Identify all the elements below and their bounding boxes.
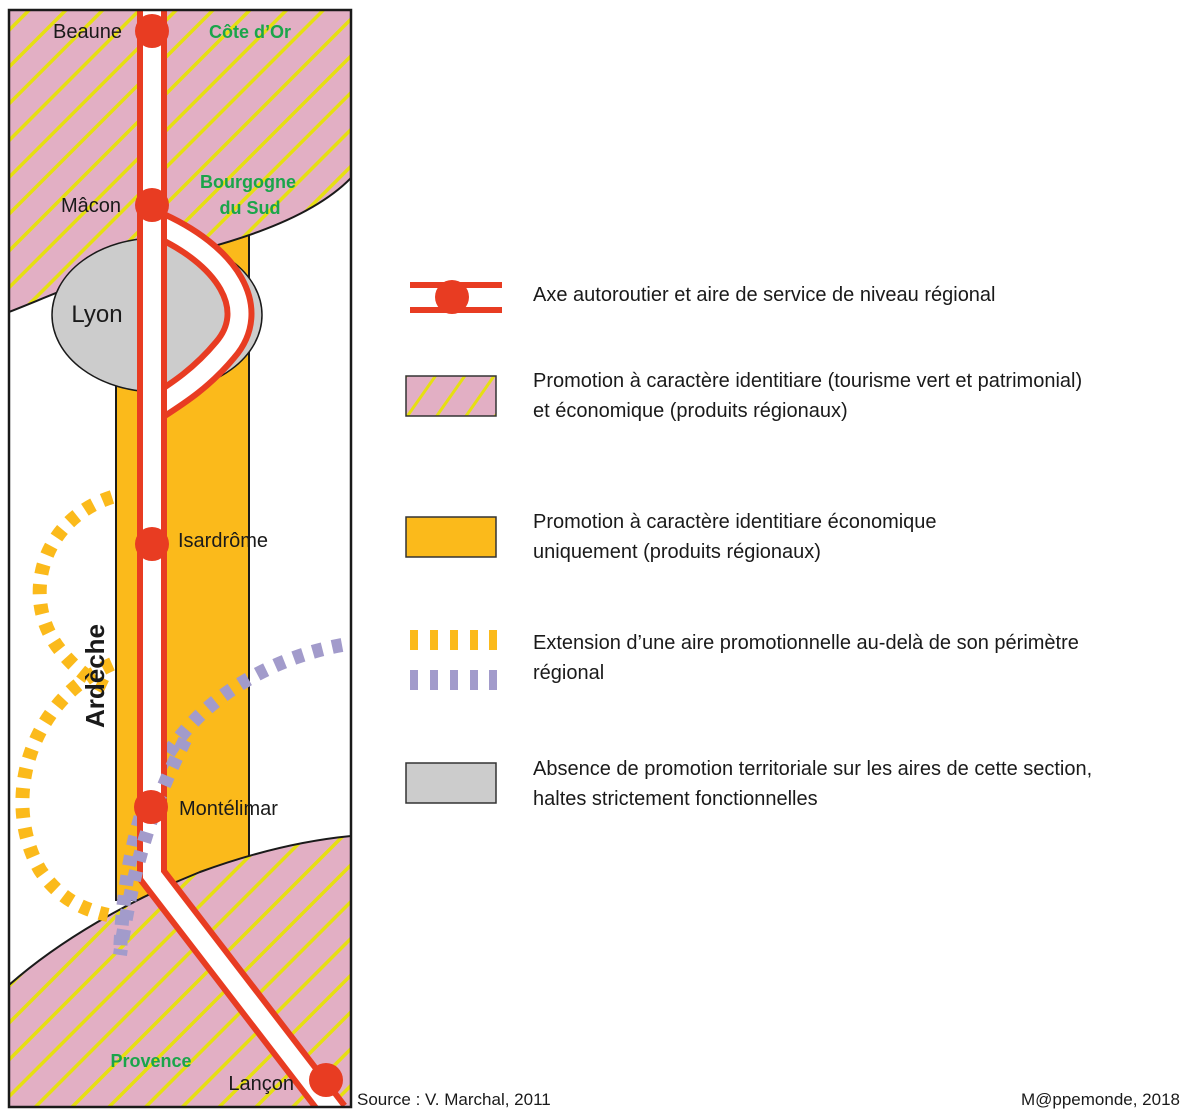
region-label-bourgogne: Bourgogne — [200, 172, 296, 192]
dashed-extension-icon — [410, 630, 497, 690]
legend-label-orange-line1: Promotion à caractère identitiare économ… — [533, 511, 937, 533]
schematic-map: Beaune Mâcon Lyon Isardrôme Montélimar L… — [7, 8, 353, 1109]
highway-service-area-icon — [410, 280, 502, 314]
orange-extension-arc-north — [32, 490, 115, 697]
city-label-lyon: Lyon — [71, 301, 122, 328]
legend-label-highway: Axe autoroutier et aire de service de ni… — [533, 284, 996, 306]
gray-swatch-icon — [405, 762, 497, 804]
legend-label-extension-line1: Extension d’une aire promotionnelle au-d… — [533, 632, 1079, 654]
legend-label-extension-line2: régional — [533, 662, 605, 684]
legend-label-hatched-line1: Promotion à caractère identitiare (touri… — [533, 370, 1083, 392]
highway-main — [143, 10, 342, 1107]
legend-label-gray-line2: haltes strictement fonctionnelles — [533, 788, 818, 810]
map-frame — [7, 8, 353, 1109]
pink-hatched-swatch-icon — [405, 375, 497, 417]
city-label-macon: Mâcon — [61, 195, 121, 217]
purple-extension-arc-overlay — [113, 736, 192, 956]
service-area-beaune[interactable] — [135, 14, 169, 48]
region-label-provence: Provence — [110, 1051, 191, 1071]
legend-label-hatched-line2: et économique (produits régionaux) — [533, 400, 848, 422]
highway-lyon-bypass — [147, 213, 249, 418]
region-label-ardeche: Ardèche — [80, 624, 110, 728]
legend-label-orange-line2: uniquement (produits régionaux) — [533, 541, 821, 563]
city-label-beaune: Beaune — [53, 21, 122, 43]
orange-swatch-icon — [405, 516, 497, 558]
region-label-du-sud: du Sud — [220, 198, 281, 218]
legend: Axe autoroutier et aire de service de ni… — [400, 0, 1200, 1113]
city-label-montelimar: Montélimar — [179, 798, 278, 820]
source-credit: Source : V. Marchal, 2011 — [357, 1090, 551, 1109]
legend-label-gray-line1: Absence de promotion territoriale sur le… — [533, 758, 1093, 780]
orange-extension-arc-south — [15, 657, 115, 922]
service-area-isardrome[interactable] — [135, 527, 169, 561]
service-area-montelimar[interactable] — [134, 790, 168, 824]
city-label-isardrome: Isardrôme — [178, 530, 268, 552]
service-area-macon[interactable] — [135, 188, 169, 222]
city-label-lancon: Lançon — [228, 1073, 294, 1095]
service-area-lancon[interactable] — [309, 1063, 343, 1097]
publisher-credit: M@ppemonde, 2018 — [1020, 1090, 1180, 1109]
region-label-cote-dor: Côte d’Or — [209, 22, 291, 42]
